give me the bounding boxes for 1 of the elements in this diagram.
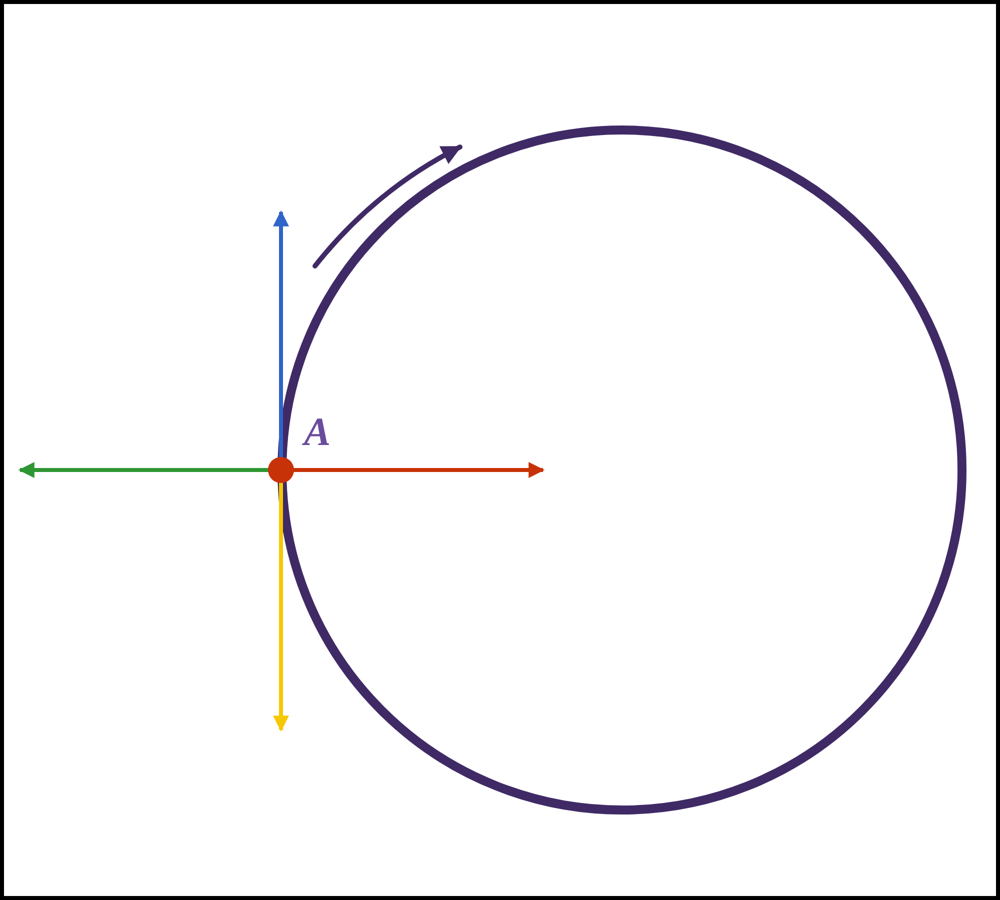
point-label: A (304, 412, 331, 452)
